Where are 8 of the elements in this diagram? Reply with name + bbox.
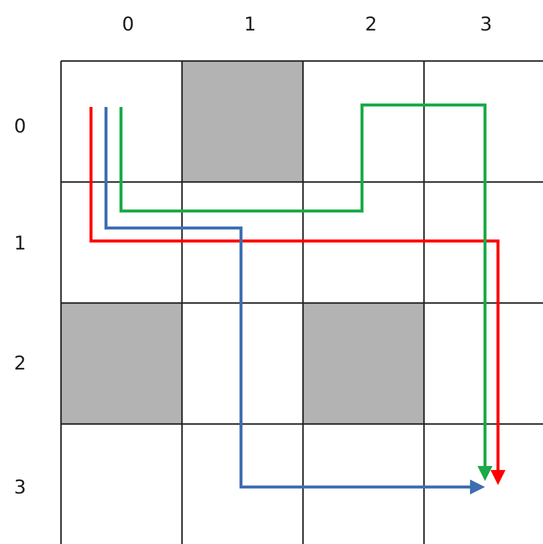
column-index: 0: [122, 16, 134, 34]
row-index: 0: [14, 118, 26, 136]
row-index: 2: [14, 354, 26, 374]
row-index: 1: [14, 234, 26, 254]
column-index: 3: [480, 16, 492, 34]
column-index: 1: [244, 16, 256, 34]
column-index: 2: [364, 16, 378, 34]
row-index: 3: [14, 478, 26, 498]
